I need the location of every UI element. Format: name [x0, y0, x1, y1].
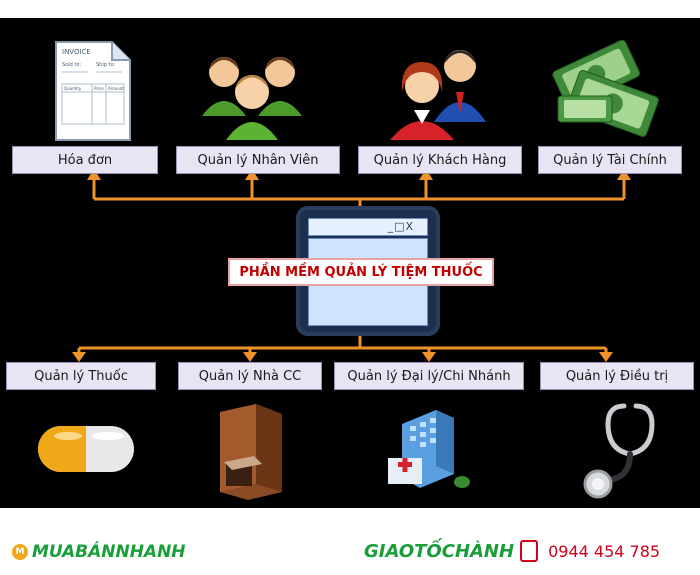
supplier-building-icon — [220, 404, 282, 500]
arrowhead-down-dieu-tri — [599, 352, 613, 362]
arrowhead-down-nha-cc — [243, 352, 257, 362]
muabannhanh-logo-icon: M — [12, 544, 28, 560]
box-quan-ly-thuoc: Quản lý Thuốc — [6, 362, 156, 390]
box-quan-ly-nhan-vien: Quản lý Nhân Viên — [176, 146, 340, 174]
branch-hospital-icon — [388, 410, 470, 488]
arrowhead-down-dai-ly — [422, 352, 436, 362]
box-quan-ly-khach-hang-label: Quản lý Khách Hàng — [373, 152, 507, 168]
customers-icon — [390, 50, 486, 140]
window-titlebar — [308, 218, 428, 236]
box-quan-ly-dieu-tri: Quản lý Điều trị — [540, 362, 694, 390]
brand-left-word-2: NHANH — [115, 542, 186, 562]
invoice-icon-amount: Amount — [108, 86, 124, 91]
center-software-label-text: PHẦN MỀM QUẢN LÝ TIỆM THUỐC — [239, 264, 483, 280]
invoice-icon: INVOICE Sold to: Ship to: Quantity Price… — [55, 41, 131, 141]
window-controls-icon: _□X — [387, 220, 414, 233]
box-hoa-don: Hóa đơn — [12, 146, 158, 174]
invoice-icon-quantity: Quantity — [64, 86, 82, 91]
invoice-icon-title: INVOICE — [62, 48, 91, 56]
arrowhead-up-tai-chinh — [617, 169, 631, 180]
phone-number[interactable]: 0944 454 785 — [548, 541, 661, 561]
staff-group-icon — [202, 57, 302, 140]
pill-capsule-icon — [38, 426, 134, 472]
arrowhead-down-thuoc — [72, 352, 86, 362]
invoice-icon-ship-to: Ship to: — [96, 62, 116, 68]
box-quan-ly-nha-cc-label: Quản lý Nhà CC — [198, 368, 302, 384]
phone-icon — [520, 540, 539, 562]
box-quan-ly-tai-chinh: Quản lý Tài Chính — [538, 146, 682, 174]
connector-lines — [72, 169, 631, 362]
box-quan-ly-nha-cc: Quản lý Nhà CC — [178, 362, 322, 390]
box-quan-ly-thuoc-label: Quản lý Thuốc — [34, 368, 128, 384]
arrowhead-up-hoa-don — [87, 169, 101, 180]
box-quan-ly-nhan-vien-label: Quản lý Nhân Viên — [197, 152, 319, 168]
invoice-icon-price: Price — [94, 86, 104, 91]
box-quan-ly-dai-ly: Quản lý Đại lý/Chi Nhánh — [334, 362, 524, 390]
box-quan-ly-khach-hang: Quản lý Khách Hàng — [358, 146, 522, 174]
invoice-icon-sold-to: Sold to: — [62, 62, 81, 68]
center-software-label: PHẦN MỀM QUẢN LÝ TIỆM THUỐC — [228, 258, 494, 286]
box-hoa-don-label: Hóa đơn — [57, 152, 113, 168]
stethoscope-icon — [583, 403, 655, 499]
brand-right-text: GIAOTỐCHÀNH — [364, 540, 515, 562]
brand-left-word-1: MUABÁN — [32, 542, 116, 562]
box-quan-ly-dieu-tri-label: Quản lý Điều trị — [565, 368, 669, 384]
brand-giaotochanh[interactable]: GIAOTỐCHÀNH 0944 454 785 — [364, 540, 660, 562]
arrowhead-up-khach-hang — [419, 169, 433, 180]
box-quan-ly-tai-chinh-label: Quản lý Tài Chính — [553, 152, 667, 168]
box-quan-ly-dai-ly-label: Quản lý Đại lý/Chi Nhánh — [347, 368, 511, 384]
money-icon — [552, 39, 659, 137]
arrowhead-up-nhan-vien — [245, 169, 259, 180]
